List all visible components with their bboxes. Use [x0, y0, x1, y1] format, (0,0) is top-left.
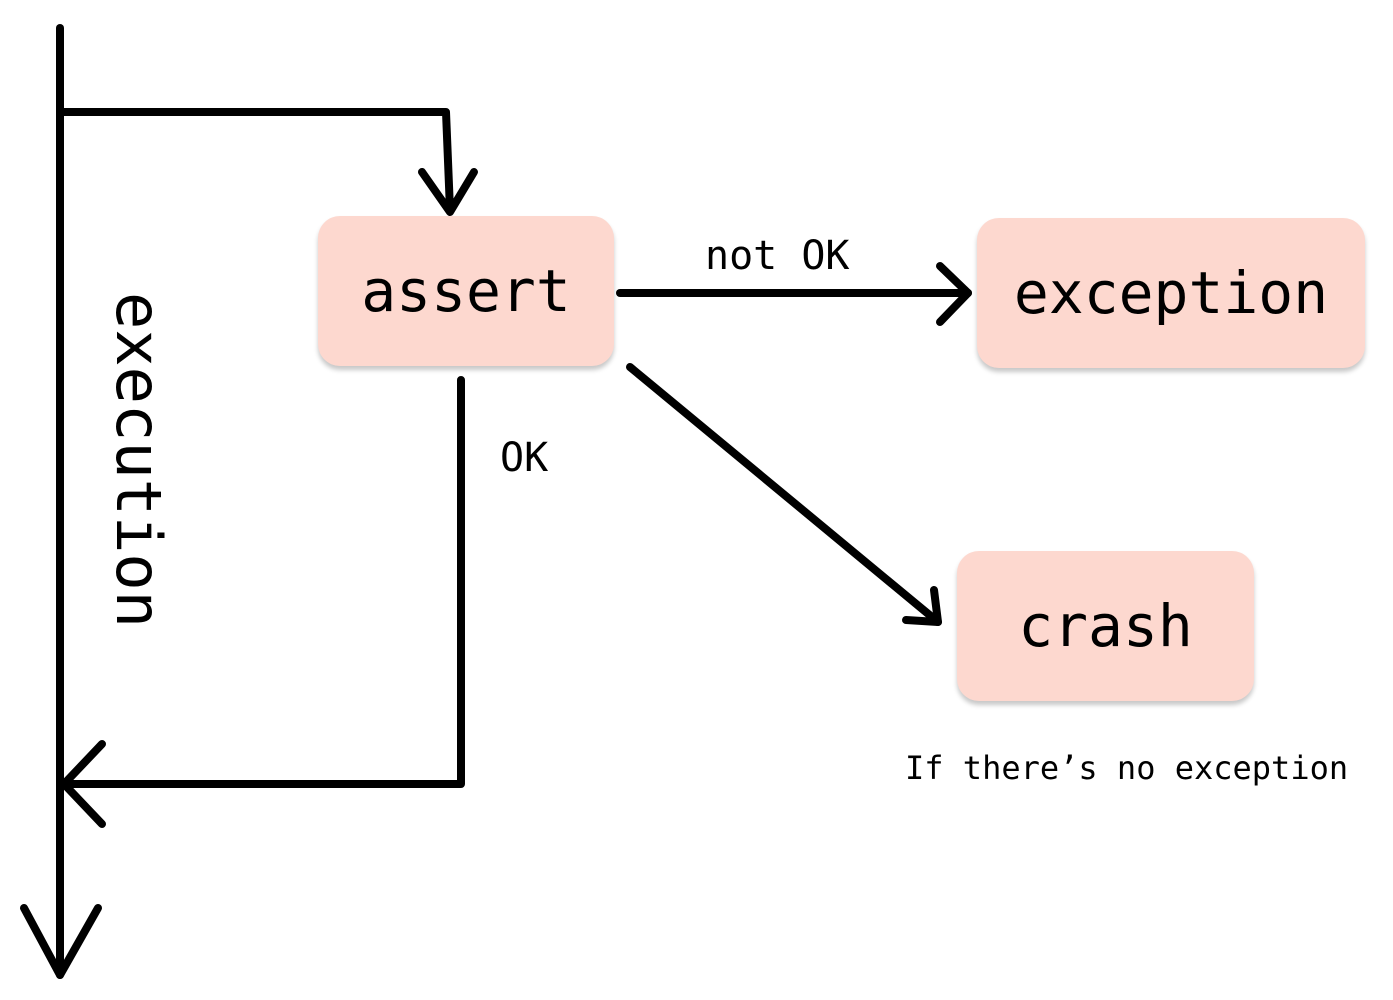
crash-node-label: crash — [1018, 592, 1193, 660]
crash-arrowhead — [902, 586, 942, 626]
assert-node: assert — [318, 216, 614, 366]
exception-node: exception — [977, 218, 1365, 368]
ok-edge-label: OK — [500, 435, 549, 481]
crash-condition-note: If there’s no exception — [905, 749, 1349, 787]
execution-timeline-arrowhead — [20, 904, 102, 979]
crash-arrow-line — [626, 363, 942, 626]
branch-to-assert-line — [56, 108, 454, 214]
execution-axis-label: execution — [102, 292, 175, 628]
ok-return-arrowhead — [60, 740, 106, 828]
exception-node-label: exception — [1013, 259, 1329, 327]
assert-node-label: assert — [361, 257, 571, 325]
crash-node: crash — [957, 551, 1254, 701]
ok-return-line — [62, 376, 465, 788]
not-ok-arrowhead — [936, 262, 972, 326]
branch-to-assert-arrowhead — [418, 168, 478, 216]
not-ok-edge-label: not OK — [705, 233, 850, 279]
